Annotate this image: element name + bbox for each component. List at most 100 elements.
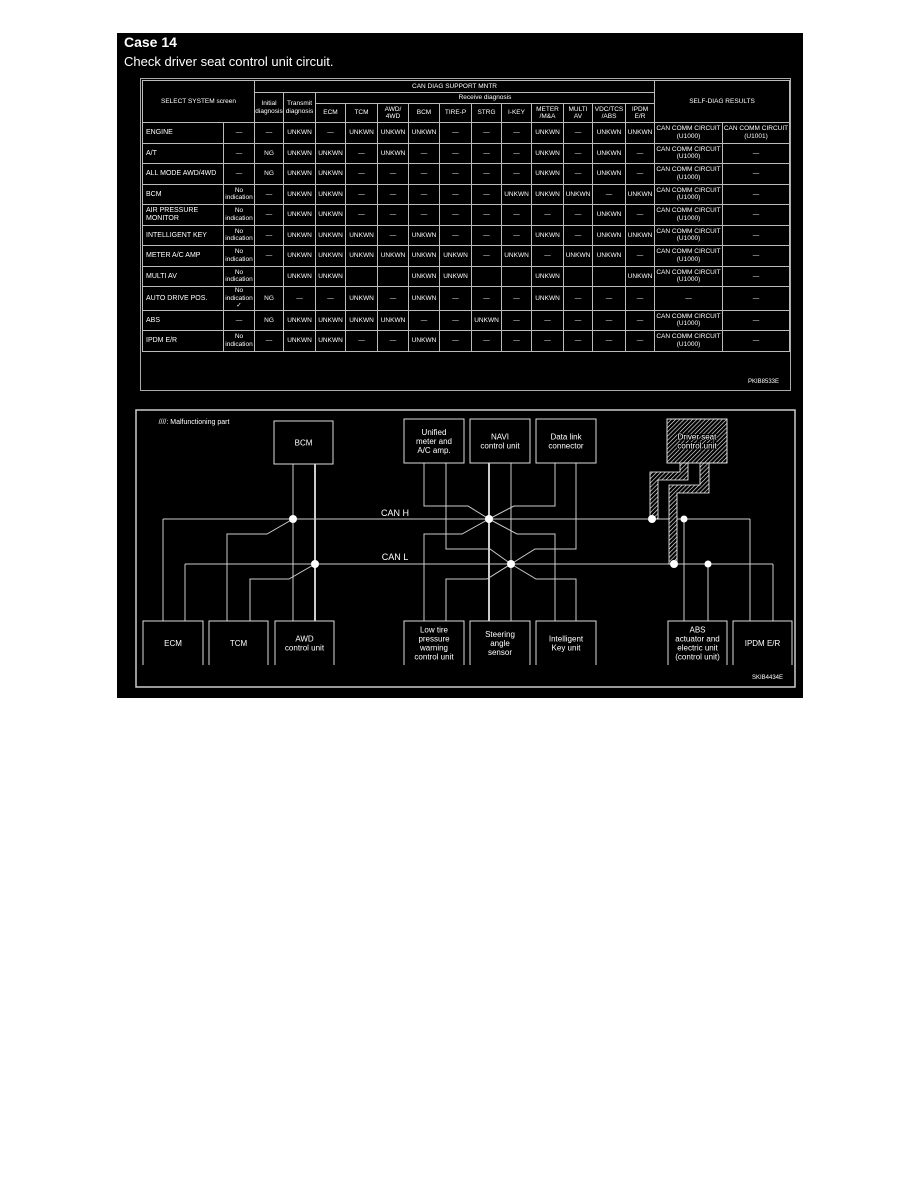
- table-cell: UNKWN: [408, 265, 440, 287]
- table-cell: UNKWN: [531, 142, 564, 164]
- table-cell: —: [315, 286, 346, 311]
- table-cell: UNKWN: [345, 309, 378, 331]
- table-cell: —: [592, 330, 626, 352]
- table-cell: UNKWN: [315, 204, 346, 226]
- table-cell: UNKWN: [283, 163, 316, 185]
- table-cell: —: [563, 142, 593, 164]
- table-cell: —: [592, 183, 626, 205]
- table-cell: —: [471, 183, 502, 205]
- select-system-header: SELECT SYSTEM screen: [142, 80, 255, 123]
- diagram-figure-code: SKIB4434E: [752, 675, 784, 681]
- unit-label: angle: [490, 639, 510, 648]
- table-cell: UNKWN: [345, 286, 378, 311]
- table-cell: —: [501, 309, 532, 331]
- unit-label: Low tire: [420, 626, 449, 635]
- table-cell: UNKWN: [592, 163, 626, 185]
- table-cell: —: [223, 142, 255, 164]
- table-cell: UNKWN: [315, 245, 346, 267]
- table-cell: —: [654, 286, 723, 311]
- table-cell: —: [283, 286, 316, 311]
- unit-label: control unit: [285, 644, 325, 653]
- table-cell: —: [471, 224, 502, 246]
- system-name: ALL MODE AWD/4WD: [142, 163, 224, 185]
- unit-label: Unified: [422, 428, 447, 437]
- table-cell: NG: [254, 286, 284, 311]
- table-cell: NG: [254, 309, 284, 331]
- table-cell: —: [471, 163, 502, 185]
- table-cell: —: [439, 224, 472, 246]
- table-cell: No indication ✓: [223, 286, 255, 311]
- unit-label: NAVI: [491, 433, 509, 442]
- table-cell: —: [563, 224, 593, 246]
- table-cell: UNKWN: [345, 122, 378, 144]
- table-cell: —: [439, 122, 472, 144]
- unit-label: control unit: [414, 653, 454, 662]
- table-row: AUTO DRIVE POS.No indication ✓NG——UNKWN—…: [142, 286, 790, 311]
- table-cell: [345, 265, 378, 287]
- system-name: AIR PRESSURE MONITOR: [142, 204, 224, 226]
- unit-label: sensor: [488, 648, 512, 657]
- table-cell: CAN COMM CIRCUIT (U1000): [654, 330, 723, 352]
- table-cell: UNKWN: [377, 142, 409, 164]
- table-cell: —: [439, 330, 472, 352]
- table-cell: —: [625, 163, 655, 185]
- table-cell: —: [471, 286, 502, 311]
- table-cell: UNKWN: [283, 265, 316, 287]
- table-cell: UNKWN: [345, 245, 378, 267]
- table-cell: —: [377, 224, 409, 246]
- table-cell: —: [531, 330, 564, 352]
- unit-label: pressure: [418, 635, 450, 644]
- table-cell: —: [501, 286, 532, 311]
- table-cell: UNKWN: [501, 183, 532, 205]
- unit-label: meter and: [416, 437, 452, 446]
- instruction: Check driver seat control unit circuit.: [124, 54, 334, 69]
- table-cell: UNKWN: [625, 122, 655, 144]
- table-cell: UNKWN: [315, 142, 346, 164]
- unit-label: Intelligent: [549, 635, 584, 644]
- unit-label: control unit: [677, 442, 717, 451]
- receive-header: Receive diagnosis: [315, 92, 655, 104]
- table-cell: —: [501, 163, 532, 185]
- table-cell: —: [345, 163, 378, 185]
- table-cell: CAN COMM CIRCUIT (U1000): [654, 245, 723, 267]
- table-cell: UNKWN: [283, 204, 316, 226]
- table-cell: —: [254, 183, 284, 205]
- table-cell: [377, 265, 409, 287]
- receive-col-header: AWD/ 4WD: [377, 103, 409, 123]
- table-cell: UNKWN: [408, 224, 440, 246]
- table-cell: CAN COMM CIRCUIT (U1000): [654, 309, 723, 331]
- table-cell: UNKWN: [592, 122, 626, 144]
- table-cell: —: [722, 163, 790, 185]
- unit-label: Steering: [485, 630, 515, 639]
- table-cell: —: [722, 204, 790, 226]
- table-cell: —: [471, 142, 502, 164]
- table-cell: UNKWN: [283, 309, 316, 331]
- table-cell: [592, 265, 626, 287]
- table-cell: —: [563, 330, 593, 352]
- table-cell: UNKWN: [531, 122, 564, 144]
- table-cell: UNKWN: [377, 309, 409, 331]
- table-cell: UNKWN: [592, 245, 626, 267]
- system-name: INTELLIGENT KEY: [142, 224, 224, 246]
- table-cell: No indication: [223, 330, 255, 352]
- unit-label: Key unit: [552, 644, 582, 653]
- receive-col-header: ECM: [315, 103, 346, 123]
- table-cell: —: [722, 265, 790, 287]
- legend: ////: Malfunctioning part: [159, 419, 230, 426]
- unit-box: BCM: [273, 420, 334, 465]
- table-cell: —: [501, 122, 532, 144]
- table-cell: —: [439, 309, 472, 331]
- table-cell: —: [408, 163, 440, 185]
- table-cell: UNKWN: [592, 224, 626, 246]
- table-cell: UNKWN: [315, 309, 346, 331]
- table-cell: —: [377, 163, 409, 185]
- can-diag-table: SELECT SYSTEM screen CAN DIAG SUPPORT MN…: [142, 80, 790, 352]
- table-cell: —: [531, 245, 564, 267]
- table-cell: —: [531, 309, 564, 331]
